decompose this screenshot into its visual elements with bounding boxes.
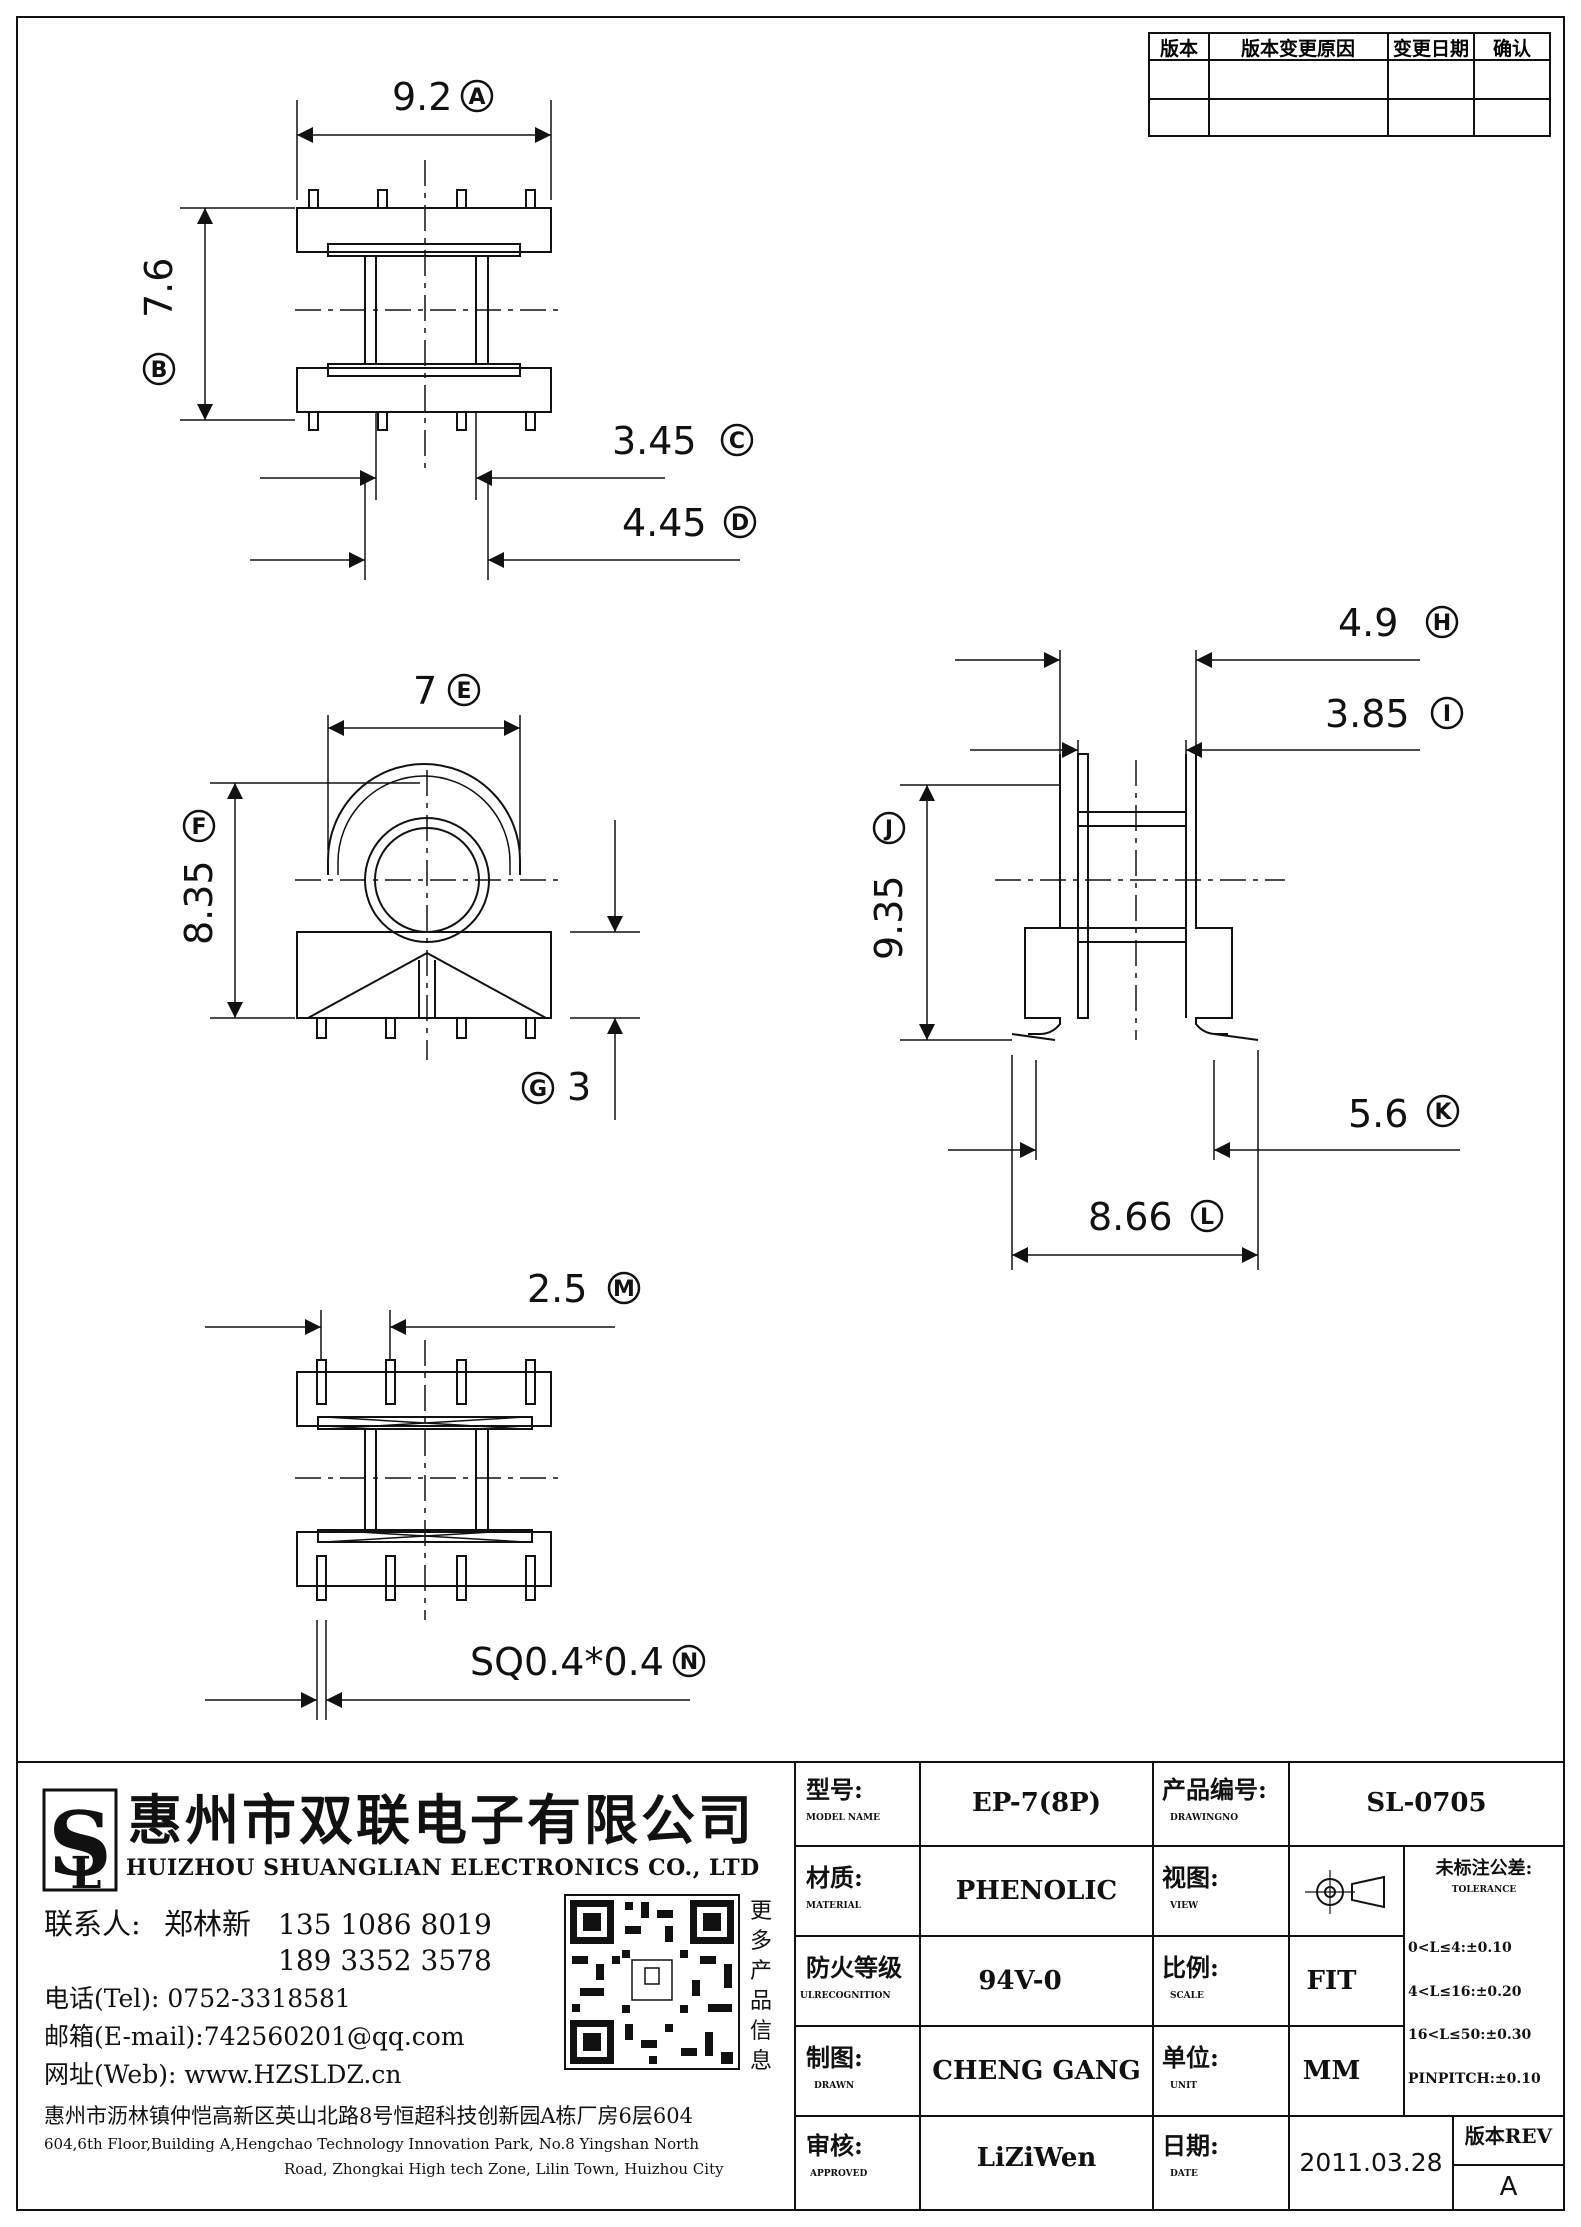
company-email[interactable]: 邮箱(E-mail):742560201@qq.com — [44, 2022, 465, 2051]
svg-text:S: S — [48, 1792, 112, 1896]
dim-a-mark: A — [468, 85, 485, 110]
scale-value: FIT — [1306, 1966, 1357, 1996]
fire-rating-label: 防火等级 — [806, 1953, 902, 1982]
svg-text:L: L — [71, 1848, 102, 1899]
contact-phone-1[interactable]: 135 1086 8019 — [278, 1908, 492, 1941]
fire-rating-value: 94V-0 — [978, 1966, 1062, 1996]
view-projection-icon — [1305, 1870, 1385, 1914]
address-en-line1: 604,6th Floor,Building A,Hengchao Techno… — [44, 2135, 699, 2153]
approved-value: LiZiWen — [976, 2143, 1097, 2173]
dim-n-mark: N — [680, 1650, 698, 1675]
drawn-label-en: DRAWN — [814, 2081, 855, 2091]
drawn-label: 制图: — [806, 2043, 863, 2072]
dim-l-value: 8.66 — [1088, 1195, 1173, 1239]
rev-header-version: 版本 — [1160, 37, 1198, 60]
dim-m-value: 2.5 — [527, 1267, 587, 1311]
company-tel[interactable]: 电话(Tel): 0752-3318581 — [44, 1984, 351, 2013]
revision-value: A — [1499, 2172, 1518, 2202]
tolerance-label-en: TOLERANCE — [1451, 1885, 1517, 1895]
dim-k-mark: K — [1434, 1100, 1452, 1125]
contact-name: 郑林新 — [164, 1907, 252, 1941]
material-label: 材质: — [806, 1863, 863, 1892]
dim-d-mark: D — [731, 511, 749, 536]
dim-d-value: 4.45 — [622, 501, 707, 545]
dim-a-value: 9.2 — [392, 75, 452, 119]
dim-e-value: 7 — [413, 669, 437, 713]
material-value: PHENOLIC — [955, 1876, 1118, 1906]
contact-label: 联系人: — [44, 1907, 141, 1941]
address-cn: 惠州市沥林镇仲恺高新区英山北路8号恒超科技创新园A栋厂房6层604 — [44, 2104, 693, 2128]
tolerance-line-4: PINPITCH:±0.10 — [1408, 2071, 1541, 2087]
dim-e-mark: E — [456, 679, 471, 704]
drawing-no-label-en: DRAWINGNO — [1170, 1813, 1239, 1823]
material-label-en: MATERIAL — [806, 1901, 862, 1911]
company-name-en: HUIZHOU SHUANGLIAN ELECTRONICS CO., LTD — [126, 1855, 760, 1881]
title-block-grid — [17, 1761, 1564, 2210]
company-logo: S L — [42, 1788, 118, 1899]
dim-m-mark: M — [613, 1277, 635, 1302]
rev-header-reason: 版本变更原因 — [1241, 37, 1355, 60]
tolerance-line-2: 4<L≤16:±0.20 — [1408, 1984, 1522, 2000]
contact-phone-2[interactable]: 189 3352 3578 — [278, 1944, 492, 1977]
date-label-en: DATE — [1170, 2169, 1198, 2179]
rev-header-confirm: 确认 — [1493, 37, 1531, 60]
rev-header-date: 变更日期 — [1393, 37, 1469, 60]
model-label-en: MODEL NAME — [806, 1813, 880, 1823]
revision-table — [1148, 32, 1551, 137]
approved-label: 审核: — [806, 2131, 863, 2160]
front-view — [210, 715, 640, 1060]
view-label: 视图: — [1162, 1863, 1219, 1892]
model-label: 型号: — [806, 1775, 863, 1804]
unit-label: 单位: — [1162, 2043, 1219, 2072]
unit-label-en: UNIT — [1170, 2081, 1197, 2091]
fire-rating-label-en: ULRECOGNITION — [800, 1991, 891, 2001]
drawing-no-value: SL-0705 — [1366, 1788, 1487, 1818]
dim-i-value: 3.85 — [1325, 692, 1410, 736]
dim-k-value: 5.6 — [1348, 1092, 1408, 1136]
tolerance-line-1: 0<L≤4:±0.10 — [1408, 1940, 1512, 1956]
drawing-no-label: 产品编号: — [1162, 1775, 1267, 1804]
dim-j-mark: J — [883, 817, 893, 842]
dim-b-value: 7.6 — [137, 258, 181, 318]
dim-c-mark: C — [729, 429, 745, 454]
drawn-value: CHENG GANG — [932, 2056, 1141, 2086]
dim-b-mark: B — [151, 358, 168, 383]
qr-caption: 更多产品信息 — [750, 1899, 773, 2074]
address-en-line2: Road, Zhongkai High tech Zone, Lilin Tow… — [284, 2160, 724, 2178]
dim-l-mark: L — [1200, 1205, 1214, 1230]
company-web[interactable]: 网址(Web): www.HZSLDZ.cn — [44, 2060, 402, 2089]
unit-value: MM — [1302, 2056, 1361, 2086]
tolerance-label: 未标注公差: — [1435, 1858, 1533, 1879]
tolerance-line-3: 16<L≤50:±0.30 — [1408, 2027, 1532, 2043]
dim-f-mark: F — [191, 815, 206, 840]
view-label-en: VIEW — [1170, 1901, 1199, 1911]
scale-label: 比例: — [1162, 1953, 1219, 1982]
page-border — [16, 16, 1565, 2211]
qr-code — [564, 1894, 740, 2070]
dim-c-value: 3.45 — [612, 419, 697, 463]
dim-h-mark: H — [1433, 611, 1451, 636]
approved-label-en: APPROVED — [810, 2169, 868, 2179]
dim-n-value: SQ0.4*0.4 — [470, 1640, 664, 1684]
dim-h-value: 4.9 — [1338, 601, 1398, 645]
dim-g-value: 3 — [567, 1065, 591, 1109]
side-view — [900, 650, 1285, 1270]
bottom-view — [295, 1310, 560, 1720]
date-value: 2011.03.28 — [1299, 2148, 1443, 2177]
dim-g-mark: G — [529, 1077, 547, 1102]
scale-label-en: SCALE — [1170, 1991, 1204, 2001]
dim-i-mark: I — [1443, 702, 1451, 727]
company-name-cn: 惠州市双联电子有限公司 — [128, 1788, 755, 1852]
model-value: EP-7(8P) — [971, 1788, 1102, 1818]
dim-f-value: 8.35 — [177, 860, 221, 945]
revision-label: 版本REV — [1464, 2124, 1553, 2148]
dim-j-value: 9.35 — [867, 875, 911, 960]
top-view — [180, 100, 560, 580]
date-label: 日期: — [1162, 2131, 1219, 2160]
